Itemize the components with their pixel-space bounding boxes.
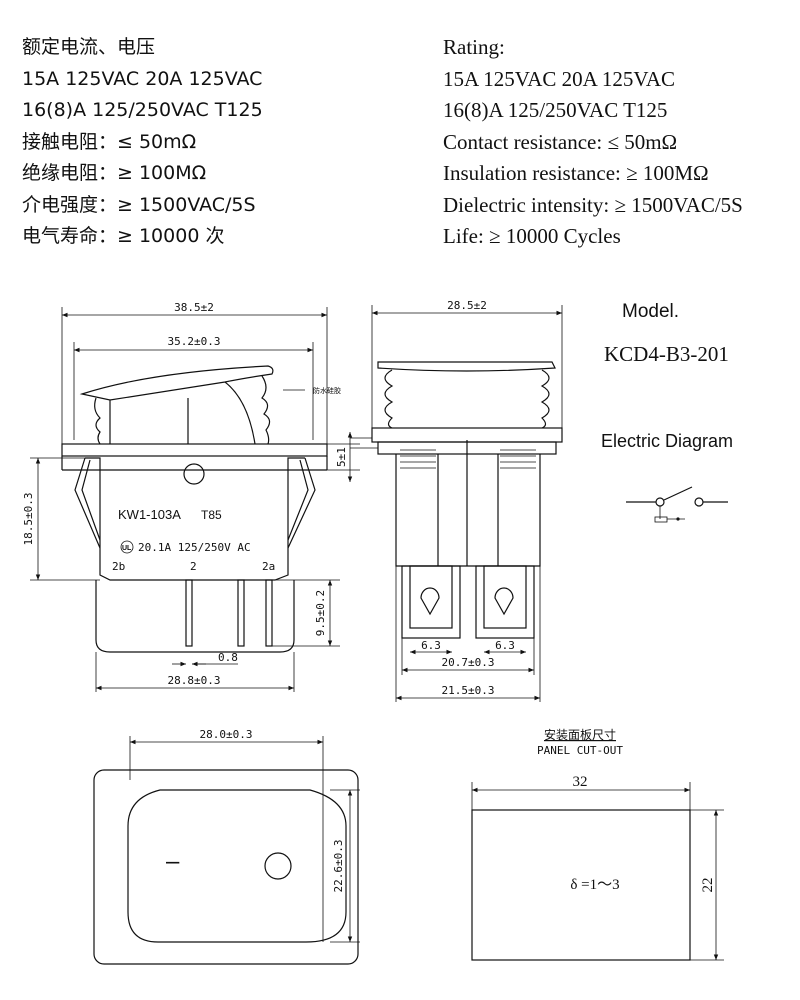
side-terminal-hole-left: [420, 587, 440, 616]
dim-width-total: 38.5±2: [174, 301, 214, 314]
spec-en-line: Contact resistance: ≤ 50mΩ: [443, 129, 678, 154]
side-ribs: [400, 449, 536, 469]
body-temp: T85: [201, 508, 222, 522]
spec-cn-line: 额定电流、电压: [22, 36, 156, 58]
spec-en-line: 15A 125VAC 20A 125VAC: [443, 66, 676, 91]
spec-en-line: Insulation resistance: ≥ 100MΩ: [443, 161, 709, 185]
side-view: 28.5±2: [350, 299, 563, 702]
spec-cn-line: 介电强度：≥ 1500VAC/5S: [22, 193, 256, 216]
side-flange: [371, 427, 563, 443]
side-terminal-right: [475, 565, 535, 639]
front-view: 38.5±2 35.2±0.3 防水硅胶 5±1: [22, 301, 360, 692]
model-block: Model. KCD4-B3-201 Electric Diagram: [601, 301, 733, 523]
model-label: Model.: [622, 301, 679, 322]
off-symbol: –: [166, 848, 180, 875]
on-symbol-icon: [264, 852, 292, 880]
panel-thickness: δ =1～3: [570, 877, 619, 893]
spec-cn-line: 16(8)A 125/250VAC T125: [22, 99, 263, 121]
side-terminal-left: [401, 565, 461, 639]
dim-terminal-thickness: 0.8: [218, 651, 238, 664]
clip-left: [74, 457, 101, 549]
panel-rectangle: [471, 809, 691, 961]
terminal-label-mid: 2: [190, 560, 197, 573]
panel-title-cn: 安装面板尺寸: [544, 727, 616, 742]
side-dim-width-top: 28.5±2: [447, 299, 487, 312]
top-dim-width: 28.0±0.3: [200, 728, 253, 741]
dim-height-body: 18.5±0.3: [22, 493, 35, 546]
flange: [61, 443, 328, 457]
spec-en-line: Dielectric intensity: ≥ 1500VAC/5S: [443, 192, 743, 217]
side-dim-tab-left: 6.3: [421, 639, 441, 652]
waterproof-seal-left: [94, 397, 101, 445]
spec-cn-line: 绝缘电阻：≥ 100MΩ: [22, 162, 207, 184]
dim-width-body: 28.8±0.3: [168, 674, 221, 687]
side-bellows-right: [540, 369, 550, 429]
spec-cn-line: 接触电阻：≤ 50mΩ: [22, 130, 197, 153]
side-dim-width-bottom: 21.5±0.3: [442, 684, 495, 697]
side-terminal-hole-right: [494, 587, 514, 616]
side-dim-tabs-span: 20.7±0.3: [442, 656, 495, 669]
terminal-label-right: 2a: [262, 560, 275, 573]
body-rating: 20.1A 125/250V AC: [138, 541, 251, 554]
spec-en-line: Rating:: [443, 35, 505, 59]
svg-text:UL: UL: [122, 545, 132, 552]
panel-dim-height: 22: [700, 878, 716, 893]
spec-cn-line: 15A 125VAC 20A 125VAC: [22, 67, 263, 90]
electric-diagram: [626, 486, 728, 523]
terminal-right-b: [265, 579, 273, 647]
panel-title-en: PANEL CUT-OUT: [537, 744, 623, 757]
clip-right: [287, 457, 316, 549]
model-number: KCD4-B3-201: [604, 342, 729, 366]
waterproof-note: 防水硅胶: [313, 386, 341, 395]
top-dim-height: 22.6±0.3: [332, 840, 345, 893]
side-rocker-cap: [377, 361, 556, 372]
dim-flange: 5±1: [335, 447, 348, 467]
side-bellows-left: [384, 369, 394, 429]
body-hole: [183, 463, 205, 485]
waterproof-seal-right: [261, 375, 271, 445]
body-model: KW1-103A: [118, 507, 181, 522]
spec-en-line: Life: ≥ 10000 Cycles: [443, 224, 621, 248]
top-rocker: [127, 789, 347, 943]
ul-mark-icon: UL: [120, 540, 134, 554]
top-view: 28.0±0.3 – 22.6±0.3: [93, 728, 360, 965]
panel-dim-width: 32: [573, 774, 588, 790]
specs-english: Rating: 15A 125VAC 20A 125VAC 16(8)A 125…: [443, 32, 743, 253]
rocker-top: [79, 365, 274, 401]
spec-en-line: 16(8)A 125/250VAC T125: [443, 98, 668, 122]
side-dim-tab-right: 6.3: [495, 639, 515, 652]
terminal-right-a: [237, 579, 245, 647]
specs-chinese: 额定电流、电压 15A 125VAC 20A 125VAC 16(8)A 125…: [22, 32, 263, 253]
dim-width-rocker: 35.2±0.3: [168, 335, 221, 348]
top-frame-outer: [93, 769, 359, 965]
panel-cutout: 安装面板尺寸 PANEL CUT-OUT 32 δ =1～3 22: [471, 727, 724, 961]
lower-housing: [95, 580, 295, 653]
terminal-label-left: 2b: [112, 560, 125, 573]
dim-terminal-length: 9.5±0.2: [314, 590, 327, 636]
electric-diagram-label: Electric Diagram: [601, 431, 733, 451]
side-body: [395, 454, 541, 567]
terminal-mid: [185, 579, 193, 647]
spec-cn-line: 电气寿命：≥ 10000 次: [22, 225, 225, 247]
